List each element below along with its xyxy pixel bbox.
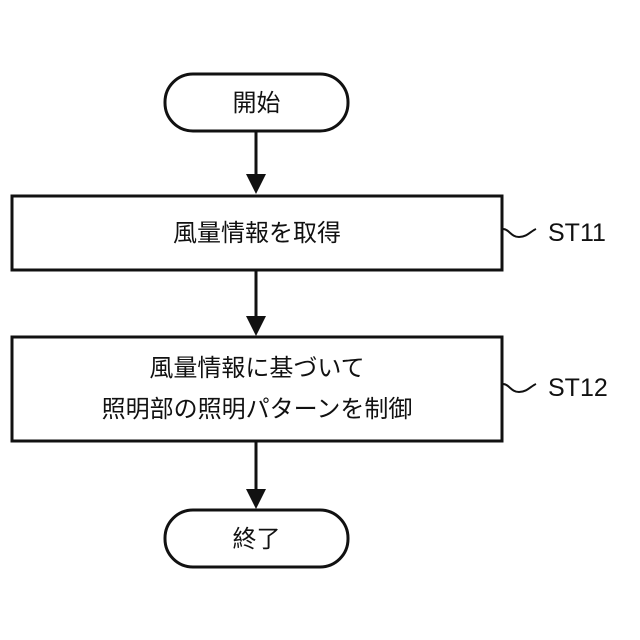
start-terminal: 開始 <box>165 74 348 131</box>
step-ref-st11-leader <box>503 229 536 237</box>
end-terminal: 終了 <box>165 510 348 567</box>
process-step-st11-label: 風量情報を取得 <box>173 219 341 247</box>
step-ref-st12: ST12 <box>503 374 608 402</box>
process-step-st12: 風量情報に基づいて 照明部の照明パターンを制御 <box>12 337 502 441</box>
step-ref-st11: ST11 <box>503 219 606 247</box>
arrow-step2-to-end-head <box>246 489 266 509</box>
start-label: 開始 <box>233 89 281 117</box>
step-ref-st12-leader <box>503 384 536 392</box>
end-label: 終了 <box>233 525 281 553</box>
process-step-st12-box <box>12 337 502 441</box>
arrow-step1-to-step2 <box>246 270 266 336</box>
arrow-start-to-step1 <box>246 131 266 194</box>
arrow-step2-to-end <box>246 441 266 509</box>
step-ref-st12-label: ST12 <box>548 374 608 402</box>
process-step-st12-line2: 照明部の照明パターンを制御 <box>102 395 413 423</box>
arrow-start-to-step1-head <box>246 174 266 194</box>
process-step-st12-line1: 風量情報に基づいて <box>149 354 364 382</box>
arrow-step1-to-step2-head <box>246 316 266 336</box>
step-ref-st11-label: ST11 <box>548 219 606 247</box>
process-step-st11: 風量情報を取得 <box>12 196 502 270</box>
